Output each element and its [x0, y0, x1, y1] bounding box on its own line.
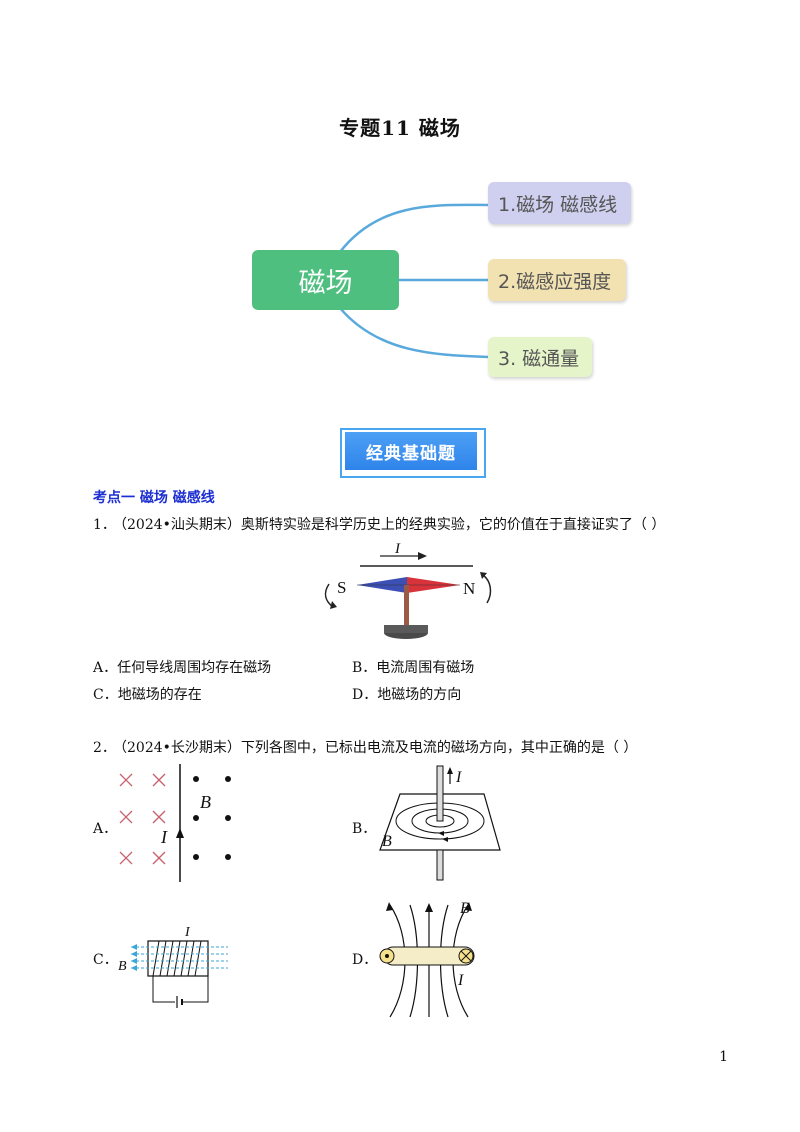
banner-frame [340, 428, 486, 478]
figure-current-label: I [394, 541, 401, 557]
figure-c-current-label: I [184, 925, 191, 940]
page-number: 1 [719, 1049, 728, 1065]
figure-d-loop-cross-section: B I [379, 900, 475, 1018]
mindmap-connectors [339, 203, 491, 359]
question-1-text: （2024•汕头期末）奥斯特实验是科学历史上的经典实验，它的价值在于直接证实了（… [113, 517, 666, 533]
figure-a-straight-wire: B I [119, 764, 231, 882]
section-banner: 经典基础题 [345, 432, 477, 470]
question-1-option-c: C．地磁场的存在 [93, 687, 202, 703]
question-2-option-b-label: B． [352, 821, 377, 837]
page-title: 专题11 磁场 [339, 116, 461, 140]
mindmap-branch-3: 3. 磁通量 [488, 337, 592, 377]
question-1-option-a: A．任何导线周围均存在磁场 [93, 660, 272, 676]
figure-a-current-label: I [160, 827, 168, 847]
oersted-experiment-figure: I S N [324, 541, 492, 639]
section-heading: 考点一 磁场 磁感线 [93, 490, 215, 506]
mindmap-branch-2: 2.磁感应强度 [488, 259, 626, 301]
question-2-text: （2024•长沙期末）下列各图中，已标出电流及电流的磁场方向，其中正确的是（ ） [113, 740, 638, 756]
question-2-number: 2． [93, 740, 116, 756]
question-1-option-d: D．地磁场的方向 [352, 687, 462, 703]
question-2-option-a-label: A． [93, 821, 118, 837]
figure-b-field-label: B [382, 833, 392, 850]
question-1-number: 1． [93, 517, 116, 533]
figure-d-field-label: B [460, 900, 470, 917]
question-1-option-b: B．电流周围有磁场 [352, 660, 475, 676]
figure-c-solenoid: I B [118, 925, 228, 1008]
figure-b-wire-through-plane: I B [379, 765, 501, 881]
north-pole-label: N [463, 579, 475, 598]
figure-c-field-label: B [118, 959, 127, 974]
question-2-option-c-label: C． [93, 952, 118, 968]
figure-b-current-label: I [455, 769, 462, 786]
figure-d-current-label: I [457, 972, 464, 989]
mindmap-branch-1: 1.磁场 磁感线 [488, 182, 631, 224]
mindmap-root: 磁场 [252, 250, 399, 310]
question-2-option-d-label: D． [352, 952, 378, 968]
figure-a-field-label: B [200, 792, 211, 812]
south-pole-label: S [337, 578, 346, 597]
